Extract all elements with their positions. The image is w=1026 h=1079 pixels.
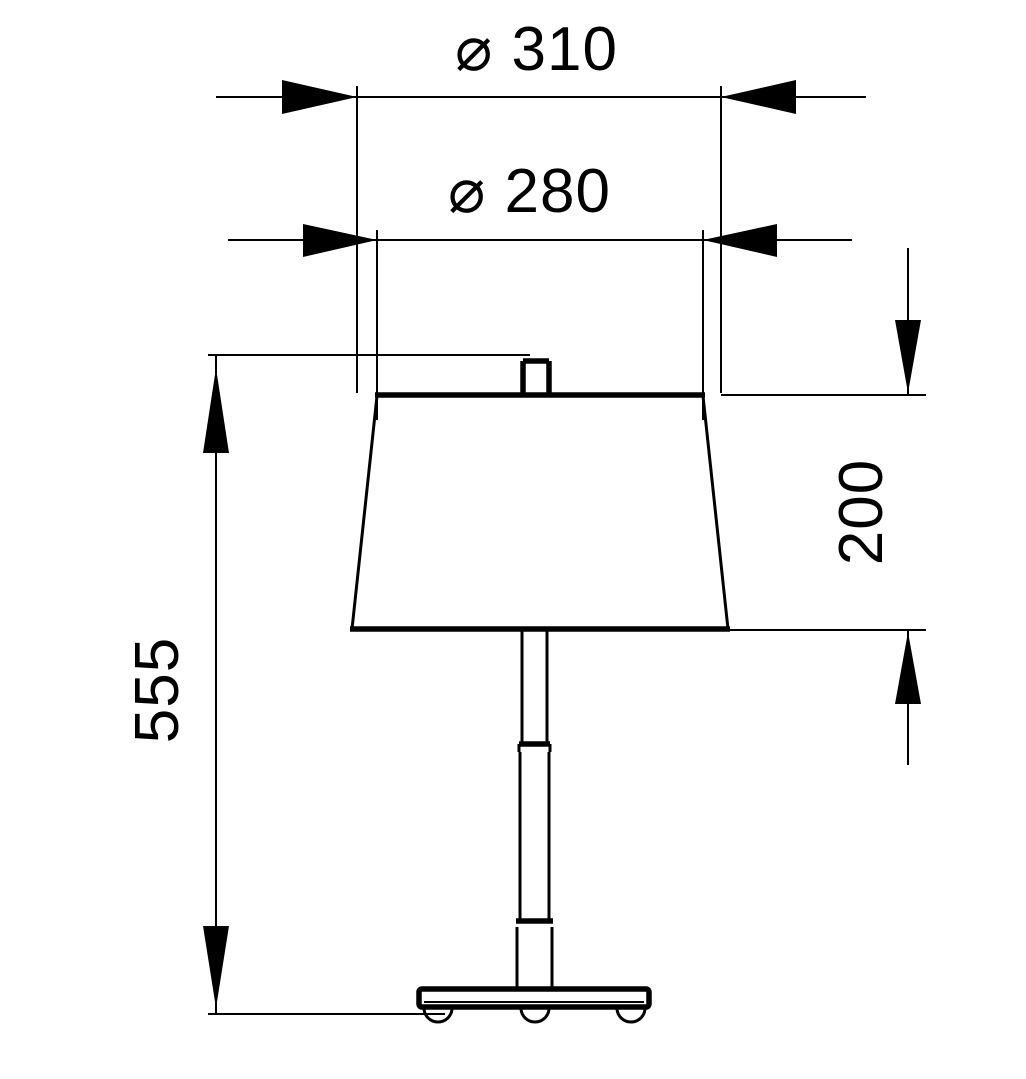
base-foot-left <box>422 1007 454 1024</box>
shade-left-edge <box>350 395 379 630</box>
dimension-200-group <box>721 248 926 765</box>
base-foot-right <box>615 1007 647 1024</box>
base-foot-center <box>519 1007 551 1024</box>
dimension-label-200: 200 <box>827 459 896 565</box>
dimension-label-555: 555 <box>123 637 192 743</box>
arrowhead-280-right <box>703 224 777 257</box>
dimension-310-group <box>216 80 866 393</box>
arrowhead-555-bottom <box>203 926 229 1008</box>
dimension-280-group <box>228 224 852 420</box>
shade-right-edge <box>701 395 730 630</box>
lamp-assembly <box>350 358 730 1024</box>
arrowhead-310-left <box>282 80 357 114</box>
arrowhead-310-right <box>721 80 796 114</box>
dimension-555-group <box>203 354 530 1015</box>
dimension-label-280: ⌀ 280 <box>448 157 611 226</box>
arrowhead-200-top <box>895 320 921 393</box>
arrowhead-280-left <box>303 224 377 257</box>
dimension-label-310: ⌀ 310 <box>455 15 618 84</box>
arrowhead-200-bottom <box>895 632 921 704</box>
base-plate <box>416 986 652 1010</box>
arrowhead-555-top <box>203 368 229 453</box>
finial <box>520 358 552 395</box>
